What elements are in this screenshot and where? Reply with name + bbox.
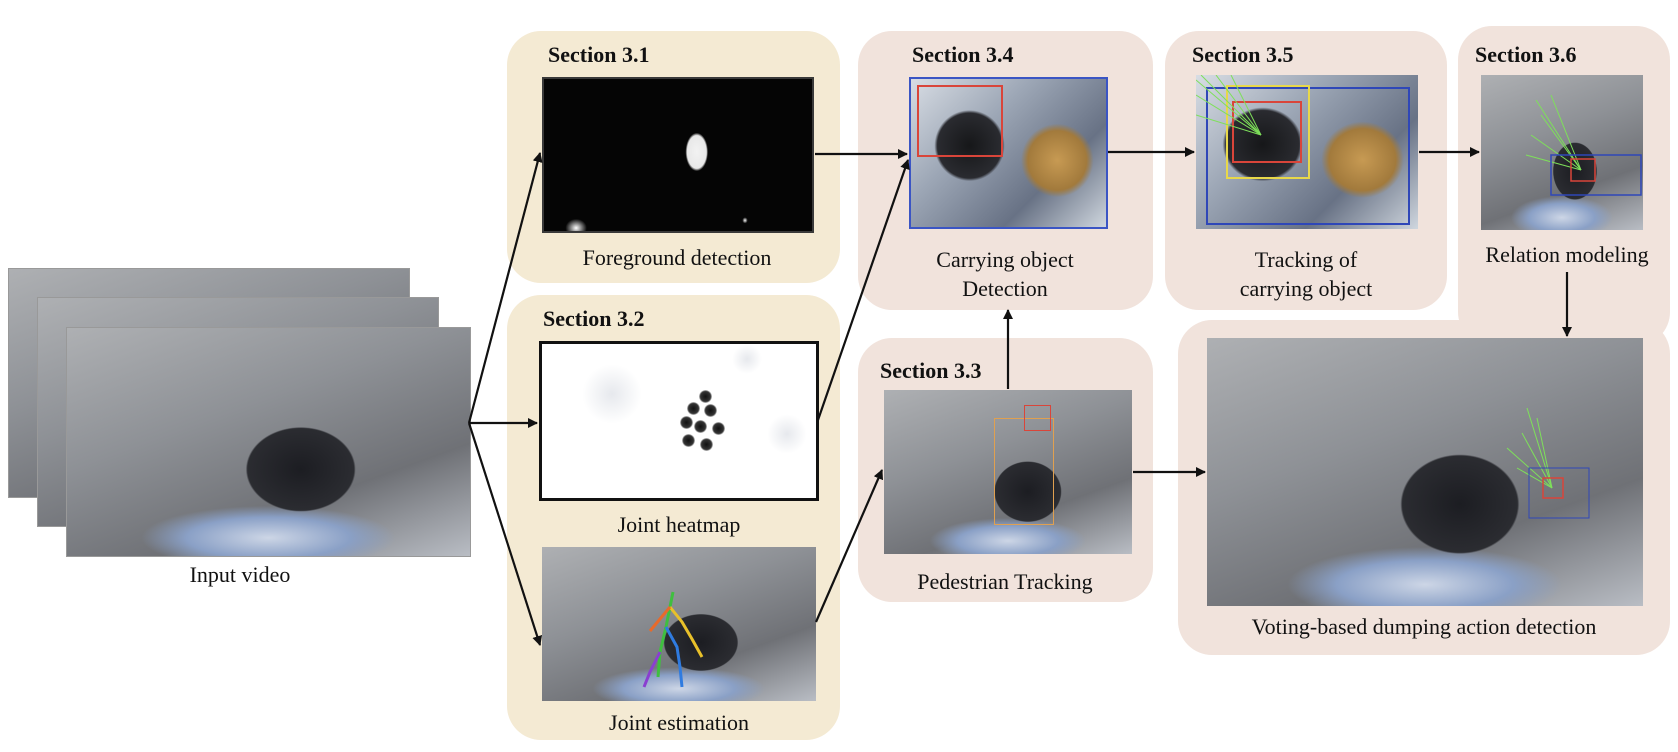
heatmap-blur bbox=[767, 414, 807, 454]
section-3-4-title: Section 3.4 bbox=[912, 42, 1014, 67]
joint-blob bbox=[687, 402, 700, 415]
arrow-joint-to-pedestrian bbox=[814, 469, 884, 623]
tracking-red-box bbox=[1232, 101, 1302, 163]
tracking-caption-line1: Tracking of bbox=[1254, 247, 1358, 272]
joint-estimation-image bbox=[542, 547, 816, 701]
carrying-object-caption-line2: Detection bbox=[962, 276, 1048, 301]
tracking-yellow-box bbox=[1226, 85, 1310, 179]
joint-blob bbox=[680, 416, 693, 429]
joint-heatmap-image bbox=[539, 341, 819, 501]
joint-blob bbox=[704, 404, 717, 417]
carrying-object-caption-line1: Carrying object bbox=[936, 247, 1074, 272]
joint-blob bbox=[712, 422, 725, 435]
final-detection-caption: Voting-based dumping action detection bbox=[1251, 614, 1597, 639]
joint-estimation-caption: Joint estimation bbox=[609, 710, 749, 735]
carrying-object-box bbox=[917, 85, 1003, 157]
pedestrian-tracking-caption: Pedestrian Tracking bbox=[917, 569, 1093, 594]
section-3-2-title: Section 3.2 bbox=[543, 306, 645, 331]
pedestrian-tracking-image bbox=[884, 390, 1132, 554]
section-3-6-title: Section 3.6 bbox=[1475, 42, 1577, 67]
relation-lines-overlay bbox=[1525, 94, 1642, 196]
arrow-input-to-joint bbox=[467, 422, 543, 646]
carrying-object-detection-image bbox=[909, 77, 1108, 229]
joint-blob bbox=[700, 438, 713, 451]
heatmap-blur bbox=[582, 364, 642, 424]
heatmap-blur bbox=[732, 344, 762, 374]
arrow-input-to-foreground bbox=[467, 152, 543, 424]
foreground-detection-caption: Foreground detection bbox=[582, 245, 772, 270]
input-video-caption: Input video bbox=[189, 562, 291, 587]
tracking-caption-line2: carrying object bbox=[1239, 276, 1373, 301]
section-3-5-title: Section 3.5 bbox=[1192, 42, 1294, 67]
joint-blob bbox=[699, 390, 712, 403]
carrying-object-tracking-image bbox=[1196, 75, 1418, 229]
tracking-lines-overlay bbox=[1196, 75, 1262, 136]
foreground-mask-image bbox=[542, 77, 814, 233]
joint-blob bbox=[682, 434, 695, 447]
section-3-3-title: Section 3.3 bbox=[880, 358, 982, 383]
joint-heatmap-caption: Joint heatmap bbox=[617, 512, 741, 537]
section-3-1-title: Section 3.1 bbox=[548, 42, 650, 67]
joint-blob bbox=[694, 420, 707, 433]
relation-modeling-image bbox=[1481, 75, 1643, 230]
head-box bbox=[1024, 405, 1051, 431]
final-overlay bbox=[1506, 407, 1590, 519]
arrow-heatmap-to-carrying bbox=[816, 159, 910, 421]
relation-modeling-caption: Relation modeling bbox=[1485, 242, 1649, 267]
input-frame-front bbox=[66, 327, 471, 557]
dumping-action-image bbox=[1207, 338, 1643, 606]
skeleton-overlay bbox=[642, 591, 704, 688]
